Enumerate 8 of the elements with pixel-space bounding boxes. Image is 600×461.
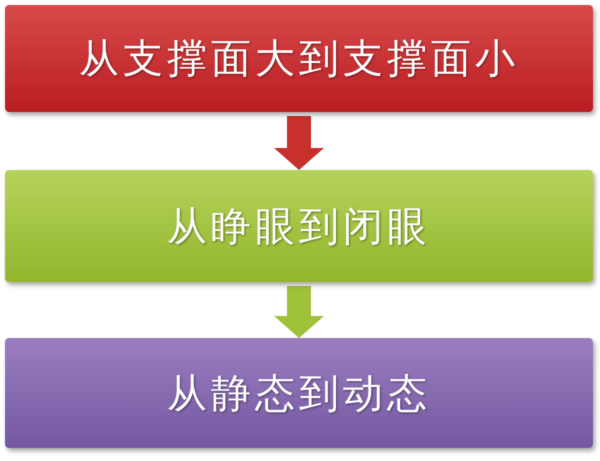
box-label: 从睁眼到闭眼 xyxy=(167,202,431,252)
box-label: 从静态到动态 xyxy=(167,370,431,418)
process-box xyxy=(5,338,593,448)
box-label: 从支撑面大到支撑面小 xyxy=(79,35,519,84)
process-box xyxy=(5,170,593,282)
arrow xyxy=(274,116,324,170)
process-box xyxy=(5,5,593,112)
arrow xyxy=(274,286,324,338)
